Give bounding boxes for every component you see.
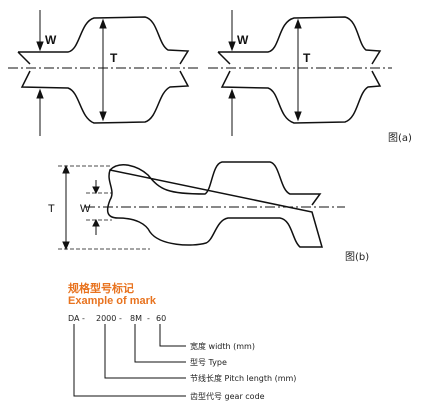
code-type: 8M (130, 314, 142, 323)
figure-a-caption: 图(a) (388, 133, 412, 144)
w-label-a-left: W (45, 33, 57, 47)
code-sep-2: - (119, 314, 122, 323)
code-gear: DA (68, 314, 80, 323)
w-label-b: W (80, 203, 91, 215)
code-sep-3: - (147, 314, 150, 323)
leader-gear-code (73, 324, 186, 397)
t-dimension-b (62, 164, 70, 251)
w-dimension-a-right (228, 10, 236, 136)
desc-width: 宽度 width (mm) (190, 342, 255, 351)
mark-title-cn: 规格型号标记 (68, 282, 134, 295)
t-label-b: T (48, 203, 55, 215)
extension-lines-b (58, 165, 150, 250)
w-label-a-right: W (237, 33, 249, 47)
code-width: 60 (156, 314, 167, 323)
mark-leader-lines (73, 324, 186, 397)
leader-pitch-length (104, 324, 186, 379)
profile-b (106, 161, 323, 248)
w-dimension-b (92, 180, 100, 235)
desc-type: 型号 Type (190, 358, 227, 367)
profile-a-left (17, 16, 190, 124)
desc-gear-code: 齿型代号 gear code (190, 392, 265, 401)
figure-b-caption: 图(b) (345, 252, 370, 263)
profile-a-left-outline (17, 16, 190, 124)
t-dimension-a-left (99, 18, 107, 122)
leader-width (159, 324, 186, 347)
t-label-a-right: T (303, 51, 311, 65)
leader-type (134, 324, 186, 363)
profile-b-outline (106, 161, 323, 248)
t-dimension-a-right (294, 18, 302, 122)
code-sep-1: - (82, 314, 85, 323)
t-label-a-left: T (110, 51, 118, 65)
profile-a-right (217, 16, 382, 124)
w-dimension-a-left (36, 10, 44, 136)
profile-a-right-outline (217, 16, 382, 124)
desc-pitch-length: 节线长度 Pitch length (mm) (190, 374, 297, 383)
mark-title-en: Example of mark (68, 295, 157, 307)
code-pitch: 2000 (96, 314, 117, 323)
